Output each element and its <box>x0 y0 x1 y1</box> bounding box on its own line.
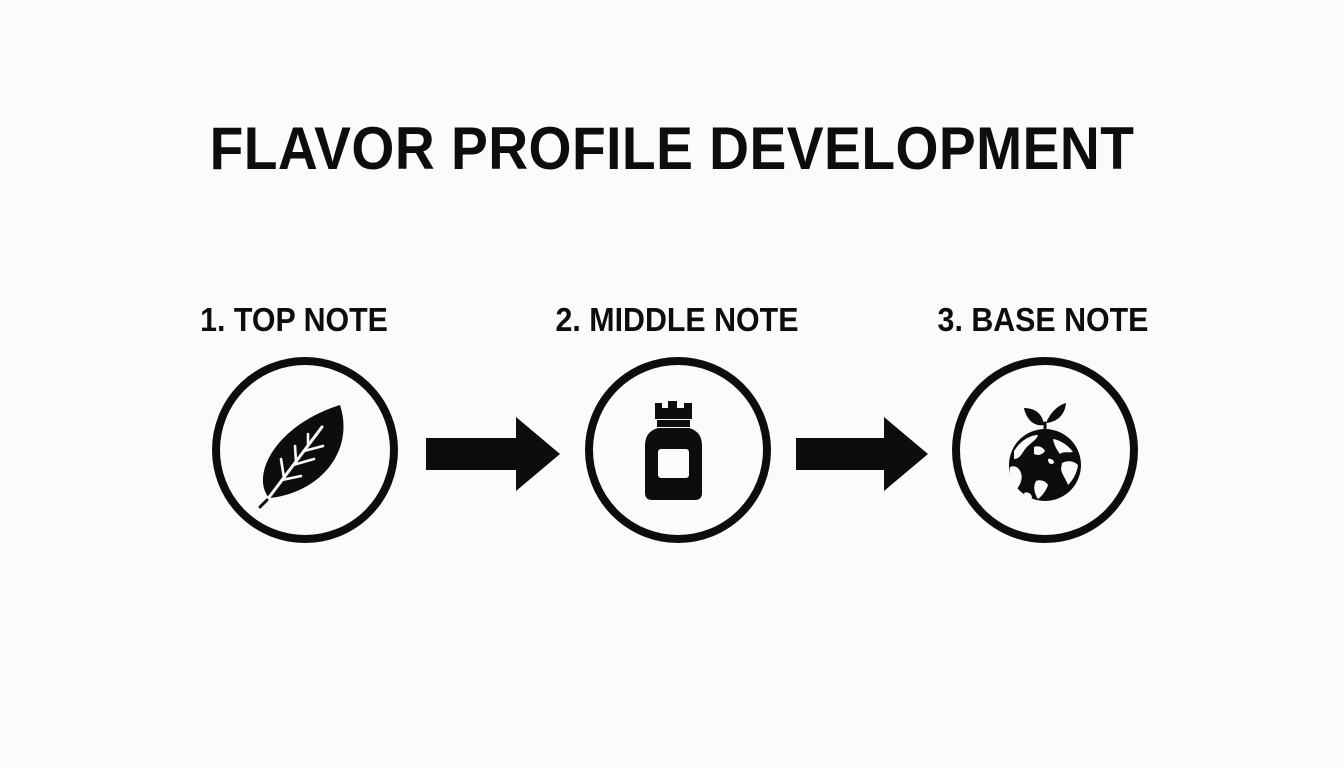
step-label-base-note: 3. BASE NOTE <box>937 301 1149 338</box>
arrow-right-icon <box>426 417 560 491</box>
leaf-icon <box>258 405 344 509</box>
earth-sprout-icon <box>1009 403 1081 501</box>
step-circle <box>585 357 771 543</box>
step-label-top-note: 1. TOP NOTE <box>200 301 388 338</box>
step-base-note <box>950 355 1140 545</box>
step-top-note <box>210 355 400 545</box>
step-label-middle-note: 2. MIDDLE NOTE <box>555 301 799 338</box>
step-circle <box>212 357 398 543</box>
jar-icon <box>645 401 702 500</box>
arrow-right-icon <box>796 417 930 491</box>
step-circle <box>952 357 1138 543</box>
step-middle-note <box>583 355 773 545</box>
diagram-title: FLAVOR PROFILE DEVELOPMENT <box>209 115 1135 182</box>
